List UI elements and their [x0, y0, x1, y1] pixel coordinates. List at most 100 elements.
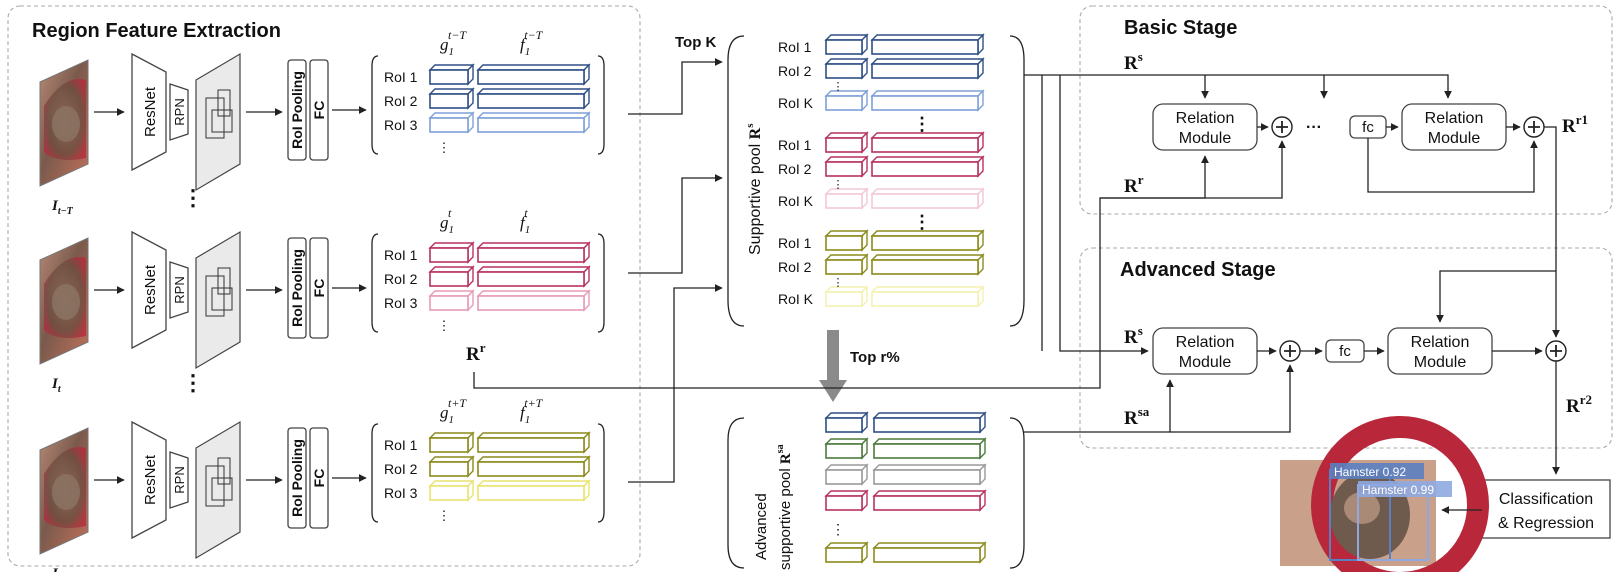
- pool-g-feature: [824, 131, 869, 154]
- frame-caption: It: [51, 376, 62, 395]
- roi-g-feature: [428, 265, 475, 288]
- resnet-label: ResNet: [142, 86, 159, 137]
- fc-label: FC: [311, 469, 327, 488]
- classification-box: [1481, 479, 1611, 539]
- fc-block: [309, 427, 329, 529]
- pool-f-feature: [870, 187, 985, 210]
- pool-right-bracket: [1009, 35, 1025, 327]
- pool-roi-label: RoI 2: [778, 161, 812, 177]
- f-feature-header: f1t: [520, 206, 530, 236]
- adv-pool-left-bracket: [727, 417, 745, 569]
- pool-f-feature: [870, 89, 985, 112]
- pool-left-bracket: [727, 35, 745, 327]
- detection-label-bg-2: [1358, 481, 1452, 497]
- roi-pooling-block: [287, 59, 307, 161]
- advanced-module-2-line1: Relation: [1411, 334, 1470, 351]
- proposal-box: [211, 287, 233, 311]
- rois-right-bracket: [597, 233, 605, 333]
- detection-label-2: Hamster 0.99: [1362, 483, 1434, 497]
- row-separator-dots: ⋮: [182, 370, 204, 395]
- feature-map: [195, 230, 241, 370]
- pool-g-feature: [824, 187, 869, 210]
- pool-g-feature: [824, 253, 869, 276]
- roi-pooling-label: RoI Pooling: [289, 249, 305, 327]
- frame-caption: It−T: [51, 198, 74, 217]
- fc-block: [309, 59, 329, 161]
- advanced-stage-title: Advanced Stage: [1120, 259, 1276, 281]
- roi-label: RoI 1: [384, 69, 418, 85]
- top-r-label: Top r%: [850, 349, 900, 366]
- roi-label: RoI 1: [384, 247, 418, 263]
- pool-g-feature: [824, 33, 869, 56]
- pool-roi-label: RoI 2: [778, 63, 812, 79]
- feature-map: [195, 420, 241, 560]
- rpn-block: [169, 261, 189, 319]
- roi-pooling-label: RoI Pooling: [289, 439, 305, 517]
- roi-pooling-block: [287, 427, 307, 529]
- roi-label: RoI 2: [384, 461, 418, 477]
- f-feature-header: f1t−T: [520, 28, 544, 58]
- rpn-label: RPN: [172, 466, 187, 493]
- adv-f-feature: [872, 437, 987, 460]
- detection-label-1: Hamster 0.92: [1334, 465, 1406, 479]
- basic-stage-panel: [1079, 5, 1613, 215]
- advanced-module-1-line1: Relation: [1176, 334, 1235, 351]
- basic-plus-2: [1523, 116, 1545, 138]
- advanced-plus-2: [1545, 340, 1567, 362]
- adv-pool-dots: ⋮: [831, 521, 845, 537]
- basic-fc-label: fc: [1362, 119, 1374, 136]
- roi-pooling-block: [287, 237, 307, 339]
- roi-label: RoI 3: [384, 117, 418, 133]
- roi-g-feature: [428, 455, 475, 478]
- adv-g-feature: [824, 463, 869, 486]
- roi-g-feature: [428, 289, 475, 312]
- wires: [473, 58, 1560, 514]
- pool-group-dots: ⋮: [913, 212, 931, 232]
- adv-g-feature: [824, 541, 869, 564]
- roi-pooling-label: RoI Pooling: [289, 71, 305, 149]
- classification-line1: Classification: [1499, 491, 1593, 508]
- basic-module-1-line1: Relation: [1176, 110, 1235, 127]
- pool-roi-label: RoI 2: [778, 259, 812, 275]
- rpn-label: RPN: [172, 98, 187, 125]
- basic-rr-label: Rr: [1124, 172, 1144, 197]
- fc-label: FC: [311, 101, 327, 120]
- pool-roi-label: RoI K: [778, 95, 814, 111]
- pool-f-feature: [870, 155, 985, 178]
- supportive-pool-label: Supportive pool Rs: [744, 123, 764, 255]
- resnet-label: ResNet: [142, 454, 159, 505]
- roi-f-feature: [476, 241, 591, 264]
- g-feature-header: g1t+T: [440, 396, 467, 426]
- adv-g-feature: [824, 489, 869, 512]
- frame-caption: It+T: [51, 566, 73, 572]
- roi-g-feature: [428, 479, 475, 502]
- roi-f-feature: [476, 111, 591, 134]
- pool-roi-label: RoI 1: [778, 39, 812, 55]
- row-separator-dots: ⋮: [182, 185, 204, 210]
- basic-output-label: Rr1: [1562, 112, 1588, 137]
- region-extraction-panel: [7, 5, 641, 567]
- advanced-output-label: Rr2: [1566, 392, 1592, 417]
- pool-g-feature: [824, 57, 869, 80]
- roi-g-feature: [428, 87, 475, 110]
- roi-f-feature: [476, 455, 591, 478]
- region-extraction-title: Region Feature Extraction: [32, 20, 281, 42]
- top-r-arrow-head: [819, 380, 847, 402]
- roi-f-feature: [476, 431, 591, 454]
- pool-g-feature: [824, 89, 869, 112]
- rois-left-bracket: [371, 55, 379, 155]
- proposal-box: [217, 89, 231, 117]
- adv-f-feature: [872, 489, 987, 512]
- rois-left-bracket: [371, 423, 379, 523]
- roi-g-feature: [428, 431, 475, 454]
- pool-roi-label: RoI K: [778, 291, 814, 307]
- basic-plus-1: [1271, 116, 1293, 138]
- basic-module-2-line2: Module: [1428, 130, 1481, 147]
- rois-left-bracket: [371, 233, 379, 333]
